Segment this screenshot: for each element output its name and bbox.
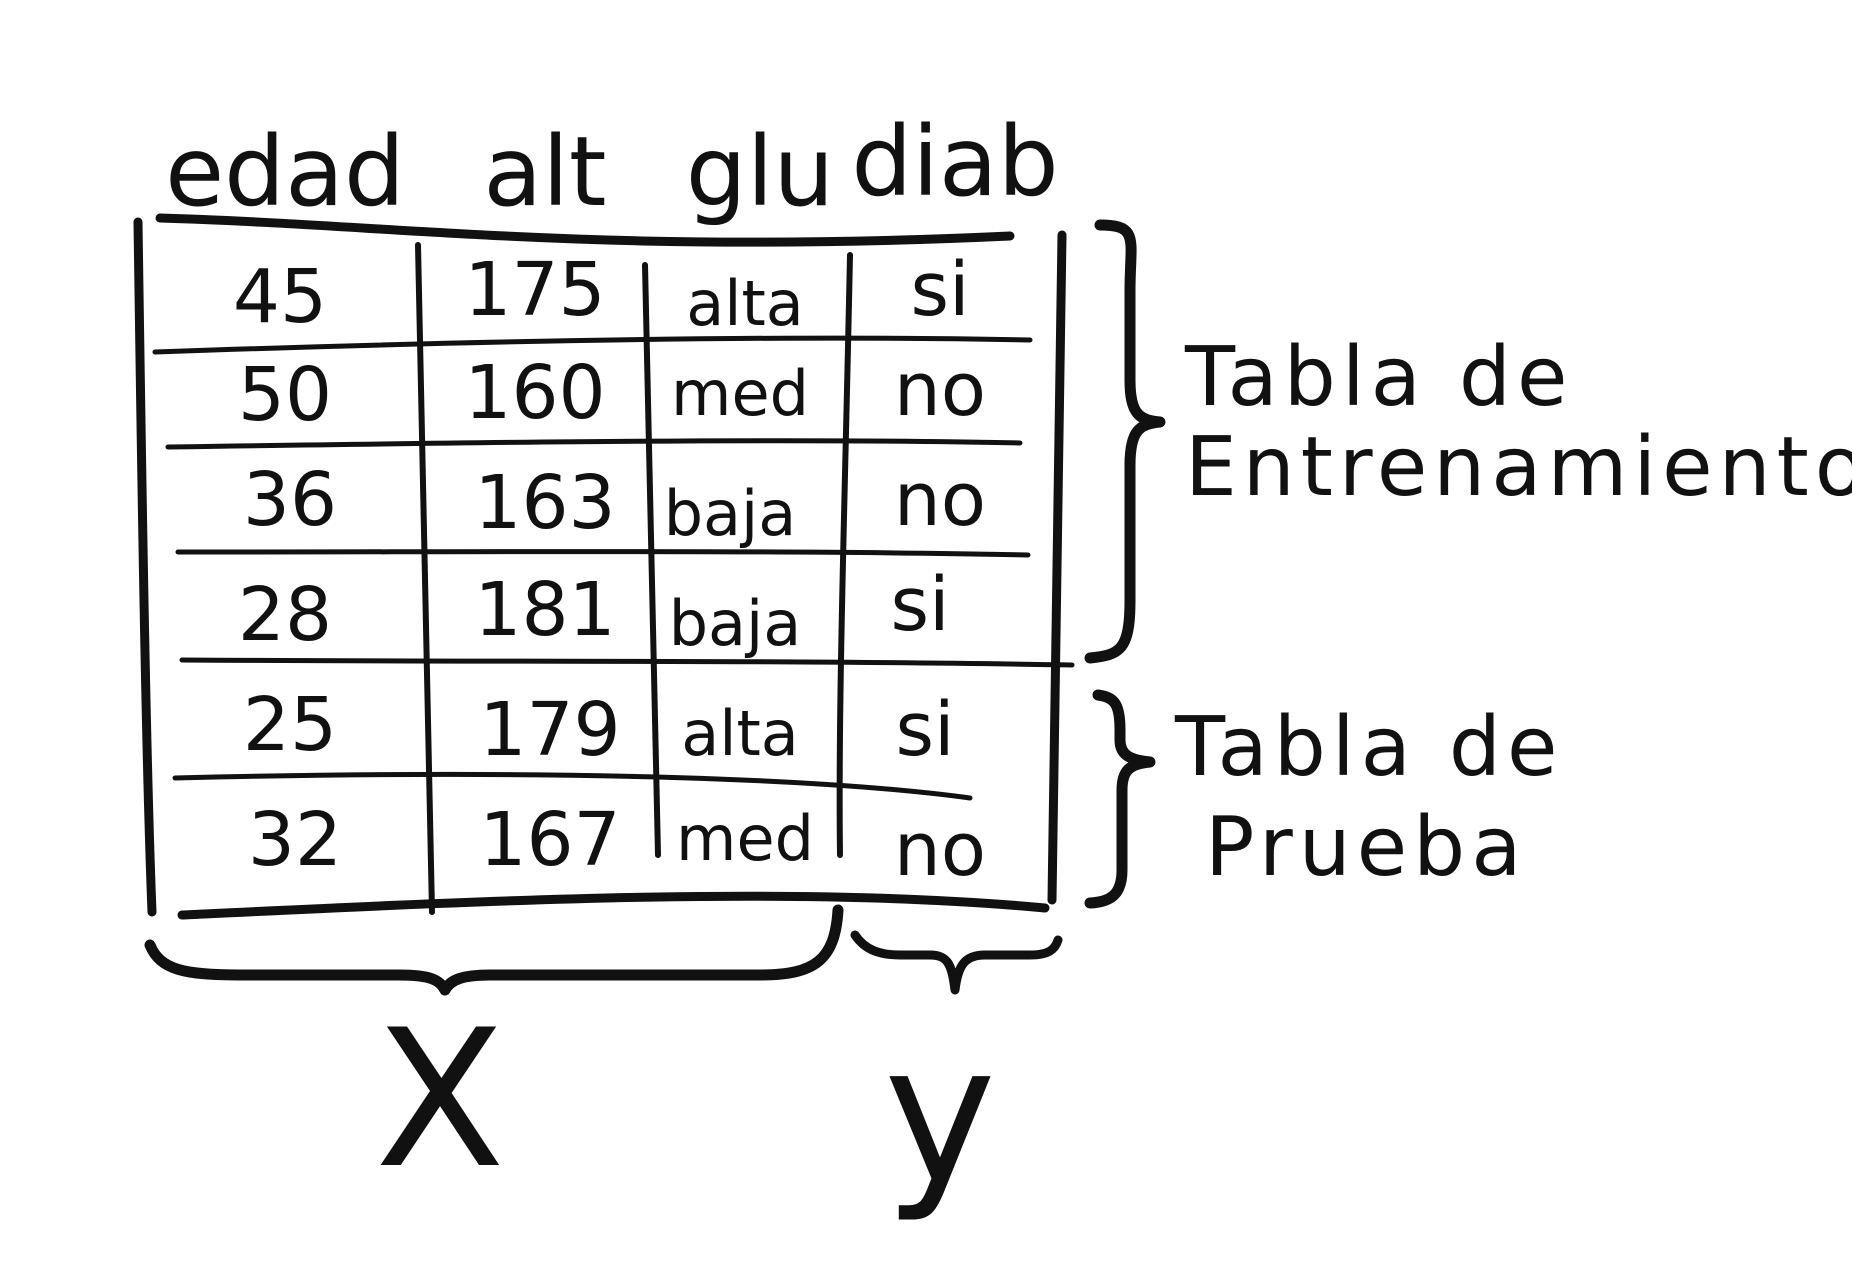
cell-glu: baja xyxy=(669,587,802,660)
column-divider-1 xyxy=(415,242,435,915)
table-bottom-border xyxy=(177,891,1050,920)
test-label-line2: Prueba xyxy=(1205,800,1527,895)
cell-diab: si xyxy=(895,687,954,773)
header-underline xyxy=(155,213,1015,247)
cell-alt: 163 xyxy=(474,460,615,546)
cell-edad: 45 xyxy=(233,254,327,340)
column-divider-2 xyxy=(642,262,661,858)
cell-diab: si xyxy=(890,562,949,648)
cell-alt: 160 xyxy=(464,350,605,436)
training-brace-icon xyxy=(1084,219,1166,664)
row-divider-4-split xyxy=(179,657,1075,668)
cell-diab: si xyxy=(910,247,969,333)
cell-alt: 175 xyxy=(464,247,605,333)
training-label-line2: Entrenamiento xyxy=(1185,420,1852,515)
table-left-border xyxy=(133,217,157,917)
column-header-glu: glu xyxy=(686,116,834,228)
training-label-line1: Tabla de xyxy=(1184,330,1573,425)
cell-glu: med xyxy=(676,802,814,875)
column-header-diab: diab xyxy=(851,106,1058,218)
features-brace-icon xyxy=(144,904,844,996)
table-frame xyxy=(133,213,1075,920)
cell-alt: 181 xyxy=(474,567,615,653)
column-headers: edad alt glu diab xyxy=(165,106,1059,228)
test-label-line1: Tabla de xyxy=(1174,700,1563,795)
cell-alt: 179 xyxy=(479,687,620,773)
row-5: 25 179 alta si xyxy=(243,682,955,773)
training-table-label: Tabla de Entrenamiento xyxy=(1184,330,1852,515)
column-header-edad: edad xyxy=(165,116,405,228)
cell-edad: 25 xyxy=(243,682,337,768)
test-table-label: Tabla de Prueba xyxy=(1174,700,1563,895)
row-2: 50 160 med no xyxy=(238,347,986,438)
cell-alt: 167 xyxy=(479,797,620,883)
cell-glu: alta xyxy=(681,697,799,770)
row-divider-2 xyxy=(165,438,1023,450)
cell-edad: 36 xyxy=(243,457,337,543)
row-divider-1 xyxy=(152,335,1033,355)
column-divider-3 xyxy=(836,252,853,858)
features-x-label: X xyxy=(375,989,505,1210)
cell-glu: baja xyxy=(664,477,797,550)
row-divider-3 xyxy=(175,549,1031,558)
cell-edad: 32 xyxy=(248,797,342,883)
cell-edad: 50 xyxy=(238,352,332,438)
test-brace-icon xyxy=(1084,689,1156,909)
cell-glu: alta xyxy=(686,267,804,340)
row-3: 36 163 baja no xyxy=(243,457,986,550)
target-y-label: y xyxy=(884,1004,996,1225)
cell-diab: no xyxy=(894,347,986,433)
cell-diab: no xyxy=(894,807,986,893)
row-6: 32 167 med no xyxy=(248,797,986,893)
target-brace-icon xyxy=(850,930,1063,995)
column-header-alt: alt xyxy=(483,116,606,228)
cell-edad: 28 xyxy=(238,572,332,658)
table-right-border xyxy=(1047,230,1067,905)
row-4: 28 181 baja si xyxy=(238,562,950,660)
cell-glu: med xyxy=(671,357,809,430)
row-1: 45 175 alta si xyxy=(233,247,970,340)
row-divider-5 xyxy=(172,771,973,801)
cell-diab: no xyxy=(894,457,986,543)
